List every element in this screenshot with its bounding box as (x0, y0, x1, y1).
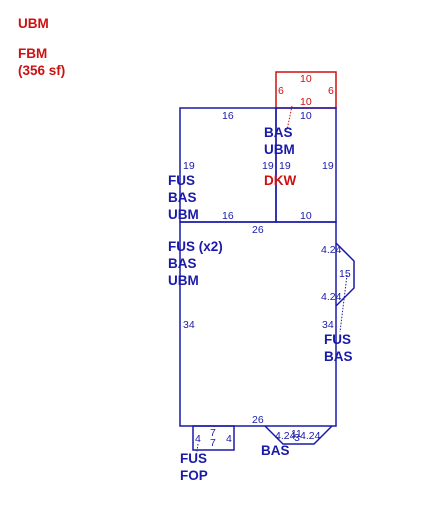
leader-bay (339, 274, 348, 333)
label-upper-left-2: BAS (168, 190, 197, 205)
leader-dkw (286, 105, 293, 131)
dim-fop-right: 4 (226, 433, 232, 445)
leader-fop (195, 443, 199, 459)
dim-dkw-left: 6 (278, 85, 284, 97)
dim-dkw-top: 10 (300, 73, 312, 85)
dim-main-right: 34 (322, 319, 334, 331)
legend-fbm: FBM (18, 46, 48, 61)
label-upper-left-1: FUS (168, 173, 195, 188)
bas-bump (264, 425, 333, 445)
label-bay-1: FUS (324, 332, 351, 347)
label-dkw: DKW (264, 173, 296, 188)
dim-fop-top: 7 (210, 427, 216, 439)
dim-bas-right: 4.24 (300, 430, 321, 442)
label-main-2: BAS (168, 256, 197, 271)
legend-fbm-area: (356 sf) (18, 63, 66, 78)
dim-bay-lower: 4.24 (321, 291, 342, 303)
label-upper-left-3: UBM (168, 207, 199, 222)
dim-main-top: 26 (252, 224, 264, 236)
dim-dkw-right: 6 (328, 85, 334, 97)
label-main-3: UBM (168, 273, 199, 288)
dim-bas-top: 11 (291, 428, 302, 440)
dim-fop-bottom: 7 (210, 437, 216, 449)
dim-upper-mid-right: 19 (279, 160, 291, 172)
dim-bas-left: 4.24 (275, 430, 296, 442)
label-upper-right-1: BAS (264, 125, 293, 140)
dim-main-bottom: 26 (252, 414, 264, 426)
dim-main-left: 34 (183, 319, 195, 331)
dim-upper-top: 16 (222, 110, 234, 122)
label-main-1: FUS (x2) (168, 239, 223, 254)
main-block (179, 221, 337, 427)
fop-outline (192, 425, 235, 451)
bay-window (335, 242, 355, 307)
label-bas-bottom: BAS (261, 443, 290, 458)
dim-dkw-bottom: 10 (300, 96, 312, 108)
dim-upper-mid-left: 19 (262, 160, 274, 172)
dim-upper-left: 19 (183, 160, 195, 172)
dim-upper-bottom-right: 10 (300, 210, 312, 222)
dim-upper-top-right: 10 (300, 110, 312, 122)
dim-upper-bottom: 16 (222, 210, 234, 222)
label-fop-1: FUS (180, 451, 207, 466)
dim-bas-mid: 3 (294, 432, 300, 444)
dim-bay-mid: 15 (339, 268, 351, 280)
label-bay-2: BAS (324, 349, 353, 364)
label-upper-right-2: UBM (264, 142, 295, 157)
dim-fop-left: 4 (195, 433, 201, 445)
dim-bay-upper: 4.24 (321, 244, 342, 256)
legend-ubm: UBM (18, 16, 49, 31)
label-fop-2: FOP (180, 468, 208, 483)
dim-upper-right: 19 (322, 160, 334, 172)
